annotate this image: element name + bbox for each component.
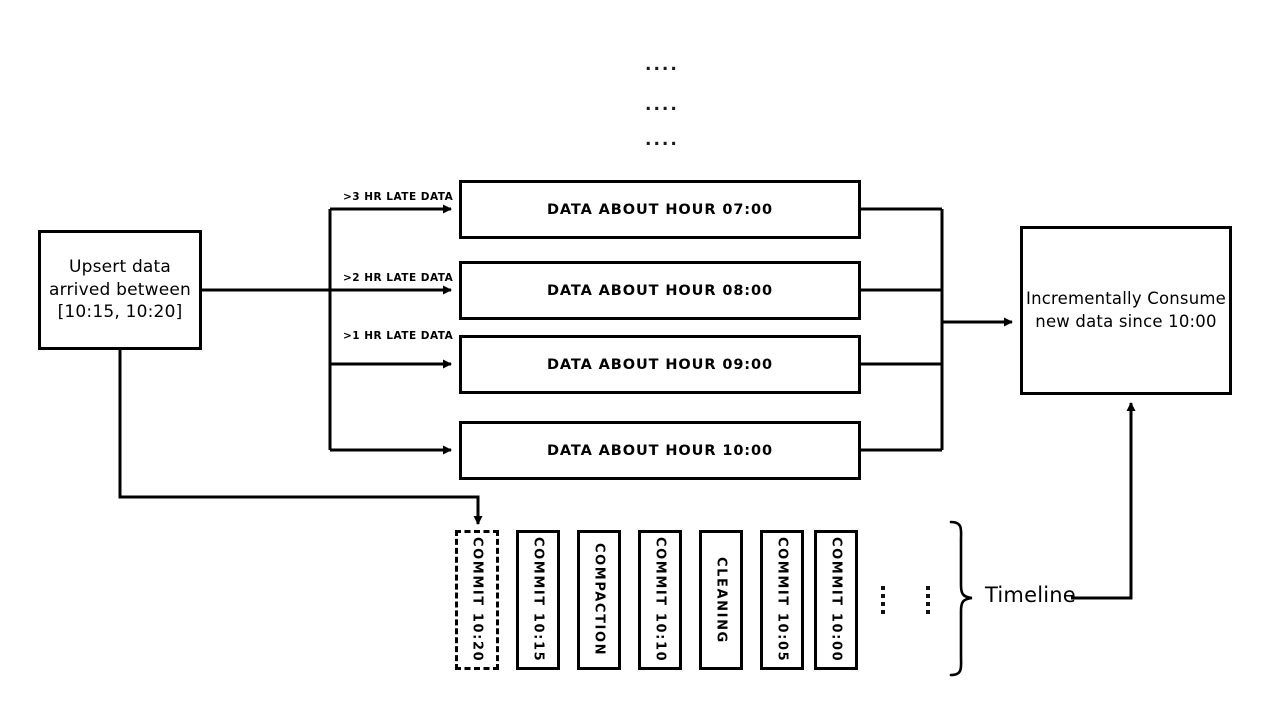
hour-box-10[interactable]: DATA ABOUT HOUR 10:00: [459, 421, 861, 480]
top-ellipsis-1: ....: [645, 55, 679, 75]
timeline-commit-1020[interactable]: COMMIT 10:20: [455, 530, 499, 670]
timeline-commit-1010-label: COMMIT 10:10: [652, 537, 668, 663]
hour-box-08-label: DATA ABOUT HOUR 08:00: [547, 282, 773, 299]
timeline-compaction-label: COMPACTION: [591, 543, 607, 657]
timeline-commit-1005-label: COMMIT 10:05: [774, 537, 790, 663]
timeline-commit-1015[interactable]: COMMIT 10:15: [516, 530, 560, 670]
hour-box-10-label: DATA ABOUT HOUR 10:00: [547, 442, 773, 459]
timeline-continuation-dots-1: [881, 586, 886, 614]
top-ellipsis-2: ....: [645, 95, 679, 115]
edge-label-3hr-late: >3 HR LATE DATA: [343, 191, 454, 203]
edge-hour-boxes-to-consumer: [861, 207, 1013, 452]
hour-box-09[interactable]: DATA ABOUT HOUR 09:00: [459, 335, 861, 394]
source-upsert-label: Upsert data arrived between [10:15, 10:2…: [48, 257, 192, 323]
timeline-commit-1000-label: COMMIT 10:00: [828, 537, 844, 663]
timeline-commit-1000[interactable]: COMMIT 10:00: [814, 530, 858, 670]
timeline-commit-1005[interactable]: COMMIT 10:05: [760, 530, 804, 670]
timeline-commit-1020-label: COMMIT 10:20: [469, 537, 485, 663]
hour-box-07-label: DATA ABOUT HOUR 07:00: [547, 201, 773, 218]
timeline-commit-1015-label: COMMIT 10:15: [530, 537, 546, 663]
hour-box-07[interactable]: DATA ABOUT HOUR 07:00: [459, 180, 861, 239]
hour-box-09-label: DATA ABOUT HOUR 09:00: [547, 356, 773, 373]
timeline-continuation-dots-2: [926, 586, 931, 614]
edge-source-to-trunk: [202, 209, 332, 450]
hour-box-08[interactable]: DATA ABOUT HOUR 08:00: [459, 261, 861, 320]
edge-label-1hr-late: >1 HR LATE DATA: [343, 330, 454, 342]
edge-timeline-to-consumer: [1071, 402, 1136, 600]
incremental-consume-label: Incrementally Consume new data since 10:…: [1026, 289, 1226, 331]
timeline-commit-1010[interactable]: COMMIT 10:10: [638, 530, 682, 670]
incremental-consume-box[interactable]: Incrementally Consume new data since 10:…: [1020, 226, 1232, 395]
timeline-cleaning-label: CLEANING: [713, 556, 729, 644]
edge-trunk-to-hour-boxes: [330, 204, 452, 455]
timeline-compaction[interactable]: COMPACTION: [577, 530, 621, 670]
edge-source-to-new-commit: [118, 350, 483, 525]
timeline-brace: [949, 520, 973, 677]
source-upsert-box[interactable]: Upsert data arrived between [10:15, 10:2…: [38, 230, 202, 350]
timeline-label: Timeline: [985, 583, 1076, 607]
top-ellipsis-3: ....: [645, 130, 679, 150]
timeline-cleaning[interactable]: CLEANING: [699, 530, 743, 670]
edge-label-2hr-late: >2 HR LATE DATA: [343, 272, 454, 284]
